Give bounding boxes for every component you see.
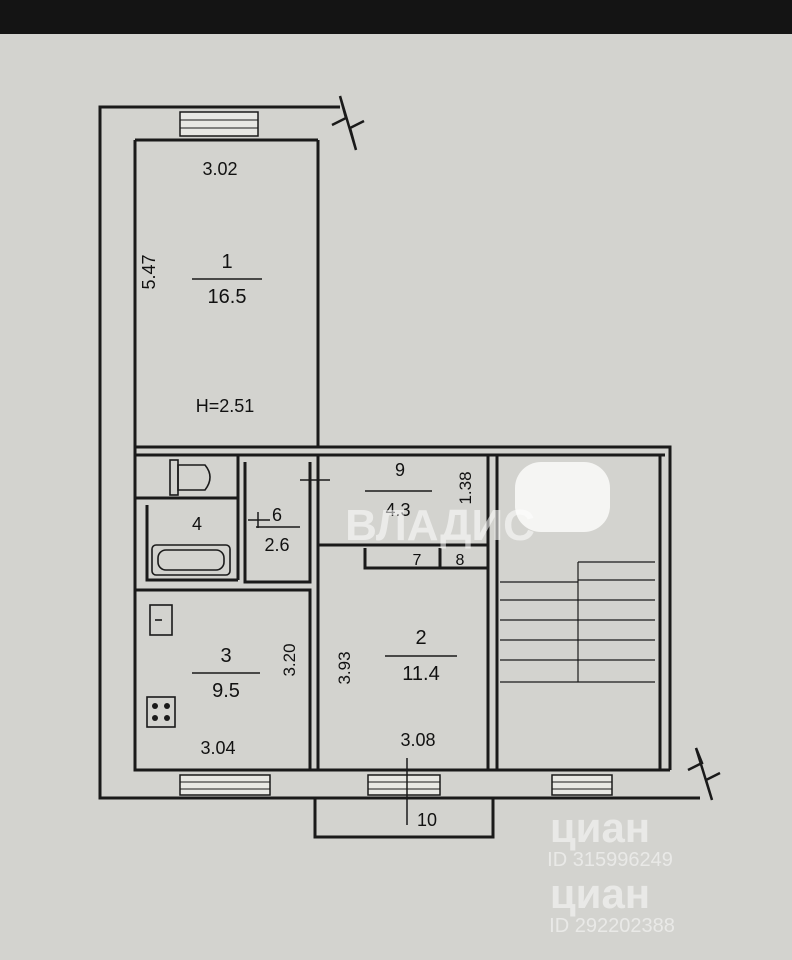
toilet-wall — [135, 455, 240, 580]
watermark-cian-id-1: ID 315996249 — [547, 849, 673, 871]
break-mark-right — [687, 747, 721, 801]
room3-top — [135, 588, 312, 770]
break-marks — [331, 95, 721, 801]
room3-number: 3 — [220, 645, 231, 667]
room6-number: 6 — [272, 505, 282, 525]
room3-width: 3.04 — [200, 738, 235, 758]
room9-wall — [316, 455, 490, 770]
toilet-icon — [169, 459, 211, 496]
window-stairs — [551, 774, 613, 796]
room2-number: 2 — [415, 627, 426, 649]
windows — [179, 111, 613, 796]
outer-wall — [98, 105, 700, 800]
window-room3 — [179, 774, 271, 796]
window-mullions — [180, 119, 612, 790]
sink-icon — [149, 604, 173, 636]
walls — [98, 105, 700, 839]
closet7-wall — [363, 548, 488, 570]
room2-area: 11.4 — [402, 663, 439, 685]
stair-wall — [495, 455, 662, 770]
stove-icon — [146, 696, 176, 728]
room3-area: 9.5 — [212, 680, 240, 702]
bath-wall — [145, 505, 238, 582]
window-room1 — [179, 111, 259, 137]
room2-length: 3.93 — [335, 651, 354, 684]
staircase-icon — [500, 561, 655, 683]
room2-width: 3.08 — [400, 730, 435, 750]
room1-area: 16.5 — [208, 286, 247, 308]
room10-number: 10 — [417, 810, 437, 830]
outer-wall-inner-left — [133, 140, 670, 772]
fraction-lines — [192, 278, 457, 674]
room9-number: 9 — [395, 460, 405, 480]
room9-width: 1.38 — [456, 471, 475, 504]
stair-blur-patch — [515, 462, 610, 532]
room9-area: 4.3 — [385, 500, 410, 520]
room3-length: 3.20 — [280, 643, 299, 676]
room4-number: 4 — [192, 514, 202, 534]
room1-height: H=2.51 — [196, 396, 255, 416]
watermark-cian-2: циан — [550, 870, 650, 917]
balcony-wall — [313, 798, 495, 839]
room8-number: 8 — [456, 552, 465, 569]
room1-width: 3.02 — [202, 159, 237, 179]
break-mark-top — [331, 95, 365, 151]
room7-number: 7 — [413, 552, 422, 569]
room1-number: 1 — [221, 251, 232, 273]
watermark-cian-id-2: ID 292202388 — [549, 915, 675, 937]
room1-length: 5.47 — [139, 254, 159, 289]
closet6-wall — [243, 462, 312, 584]
top-bar — [0, 0, 792, 34]
window-room2 — [367, 774, 441, 796]
door-marks — [248, 472, 330, 528]
outer-wall-inner — [316, 140, 672, 770]
bathtub-icon — [151, 544, 231, 576]
watermark-vladis: ВЛАДИС — [345, 501, 535, 550]
room6-area: 2.6 — [264, 535, 289, 555]
watermark-cian-1: циан — [550, 804, 650, 851]
